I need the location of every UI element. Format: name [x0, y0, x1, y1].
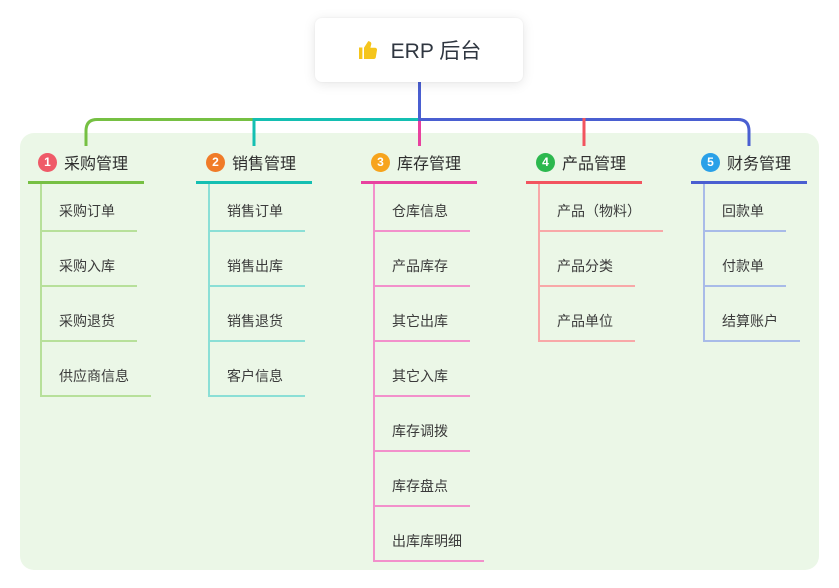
child-node: 出库库明细 [375, 507, 484, 562]
branch-children: 回款单 付款单 结算账户 [703, 184, 800, 342]
child-node: 库存调拨 [375, 397, 484, 452]
child-node-label[interactable]: 其它入库 [375, 366, 470, 397]
branch-header-finance[interactable]: 5 财务管理 [691, 150, 807, 184]
child-node: 采购入库 [42, 232, 151, 287]
child-node-label[interactable]: 采购退货 [42, 311, 137, 342]
branch-children: 仓库信息 产品库存 其它出库 其它入库 库存调拨 库存盘点 出库库明细 [373, 184, 484, 562]
branch-finance: 5 财务管理 回款单 付款单 结算账户 [691, 150, 807, 342]
child-node-label[interactable]: 采购入库 [42, 256, 137, 287]
child-node-label[interactable]: 产品单位 [540, 311, 635, 342]
branch-label: 财务管理 [727, 156, 792, 173]
child-node: 采购订单 [42, 184, 151, 232]
branch-number-badge: 2 [206, 152, 225, 172]
branch-header-inventory[interactable]: 3 库存管理 [361, 150, 477, 184]
branch-sales: 2 销售管理 销售订单 销售出库 销售退货 客户信息 [196, 150, 312, 397]
branch-label: 采购管理 [64, 156, 129, 173]
branch-number-badge: 1 [38, 152, 57, 172]
child-node: 其它出库 [375, 287, 484, 342]
branch-header-purchase[interactable]: 1 采购管理 [28, 150, 144, 184]
child-node-label[interactable]: 回款单 [705, 201, 786, 232]
branch-header-sales[interactable]: 2 销售管理 [196, 150, 312, 184]
child-node-label[interactable]: 销售订单 [210, 201, 305, 232]
child-node: 供应商信息 [42, 342, 151, 397]
child-node-label[interactable]: 库存盘点 [375, 476, 470, 507]
child-node-label[interactable]: 供应商信息 [42, 366, 151, 397]
child-node: 回款单 [705, 184, 800, 232]
child-node: 客户信息 [210, 342, 305, 397]
branch-number-badge: 4 [536, 152, 555, 172]
branch-header-product[interactable]: 4 产品管理 [526, 150, 642, 184]
root-node[interactable]: ERP 后台 [315, 18, 523, 82]
thumbs-up-icon [357, 38, 381, 62]
branch-number-badge: 3 [371, 152, 390, 172]
branch-product: 4 产品管理 产品（物料） 产品分类 产品单位 [526, 150, 663, 342]
child-node-label[interactable]: 销售退货 [210, 311, 305, 342]
branch-children: 采购订单 采购入库 采购退货 供应商信息 [40, 184, 151, 397]
branch-label: 产品管理 [562, 156, 627, 173]
child-node-label[interactable]: 其它出库 [375, 311, 470, 342]
branch-children: 销售订单 销售出库 销售退货 客户信息 [208, 184, 305, 397]
child-node-label[interactable]: 客户信息 [210, 366, 305, 397]
child-node: 产品（物料） [540, 184, 663, 232]
child-node-label[interactable]: 库存调拨 [375, 421, 470, 452]
child-node: 产品分类 [540, 232, 663, 287]
child-node: 销售订单 [210, 184, 305, 232]
child-node: 其它入库 [375, 342, 484, 397]
child-node-label[interactable]: 产品库存 [375, 256, 470, 287]
root-label: ERP 后台 [390, 40, 482, 63]
child-node: 采购退货 [42, 287, 151, 342]
child-node-label[interactable]: 仓库信息 [375, 201, 470, 232]
child-node-label[interactable]: 销售出库 [210, 256, 305, 287]
branch-label: 销售管理 [232, 156, 297, 173]
branch-inventory: 3 库存管理 仓库信息 产品库存 其它出库 其它入库 库存调拨 库存盘点 出库库… [361, 150, 484, 562]
child-node: 付款单 [705, 232, 800, 287]
child-node: 销售退货 [210, 287, 305, 342]
branch-label: 库存管理 [397, 156, 462, 173]
mindmap-panel [20, 133, 819, 570]
child-node-label[interactable]: 采购订单 [42, 201, 137, 232]
child-node: 结算账户 [705, 287, 800, 342]
branch-children: 产品（物料） 产品分类 产品单位 [538, 184, 663, 342]
child-node-label[interactable]: 结算账户 [705, 311, 800, 342]
branch-purchase: 1 采购管理 采购订单 采购入库 采购退货 供应商信息 [28, 150, 151, 397]
child-node-label[interactable]: 产品分类 [540, 256, 635, 287]
child-node-label[interactable]: 付款单 [705, 256, 786, 287]
child-node: 销售出库 [210, 232, 305, 287]
branch-number-badge: 5 [701, 152, 720, 172]
child-node: 产品单位 [540, 287, 663, 342]
child-node: 仓库信息 [375, 184, 484, 232]
child-node-label[interactable]: 产品（物料） [540, 201, 663, 232]
child-node: 产品库存 [375, 232, 484, 287]
child-node: 库存盘点 [375, 452, 484, 507]
child-node-label[interactable]: 出库库明细 [375, 531, 484, 562]
